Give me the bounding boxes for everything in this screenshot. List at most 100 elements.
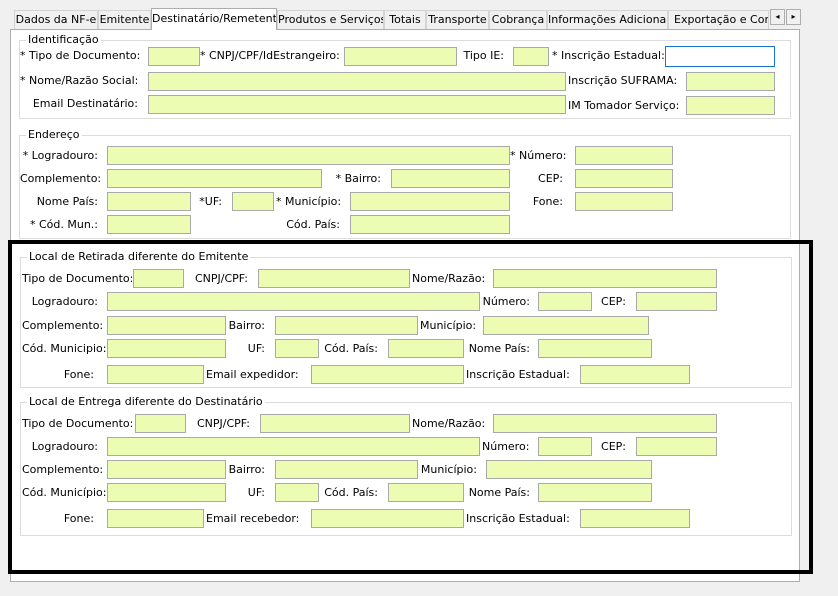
retirada-inscricao-estadual-input[interactable] (580, 365, 690, 384)
label-municipio: * Município: (276, 195, 342, 208)
label-entrega-cep: CEP: (601, 440, 626, 453)
nome-pais-input[interactable] (107, 192, 191, 211)
entrega-municipio-input[interactable] (486, 460, 652, 479)
label-entrega-numero: Número: (482, 440, 530, 453)
entrega-fone-input[interactable] (107, 509, 204, 528)
inscricao-estadual-input[interactable] (665, 46, 775, 67)
label-uf: *UF: (199, 195, 222, 208)
entrega-tipo-documento-input[interactable] (135, 414, 186, 433)
nome-razao-social-input[interactable] (148, 72, 566, 91)
email-destinatario-input[interactable] (148, 95, 566, 114)
cnpj-cpf-idestrangeiro-input[interactable] (344, 47, 457, 66)
municipio-input[interactable] (350, 192, 510, 211)
label-retirada-fone: Fone: (63, 368, 94, 381)
tab-destinatario-remetente[interactable]: Destinatário/Remetente (151, 8, 277, 30)
group-identificacao: Identificação (19, 33, 791, 119)
retirada-numero-input[interactable] (538, 292, 592, 311)
label-entrega-complemento: Complemento: (22, 463, 104, 476)
label-nome-pais: Nome País: (36, 195, 98, 208)
label-im-tomador-servico: IM Tomador Serviço: (568, 99, 680, 112)
label-entrega-cnpj-cpf: CNPJ/CPF: (197, 417, 250, 430)
group-title-local-retirada: Local de Retirada diferente do Emitente (27, 250, 251, 264)
label-retirada-cod-municipio: Cód. Municipio: (22, 342, 107, 355)
entrega-bairro-input[interactable] (275, 460, 418, 479)
tab-emitente[interactable]: Emitente (98, 10, 151, 29)
label-retirada-nome-pais: Nome País: (468, 342, 530, 355)
label-retirada-cnpj-cpf: CNPJ/CPF: (195, 272, 248, 285)
tab-produtos-servicos[interactable]: Produtos e Serviços (277, 10, 384, 29)
entrega-logradouro-input[interactable] (107, 437, 480, 456)
inscricao-suframa-input[interactable] (686, 72, 775, 91)
label-tipo-ie: Tipo IE: (463, 49, 504, 62)
entrega-uf-input[interactable] (275, 483, 319, 502)
tab-transporte[interactable]: Transporte (426, 10, 489, 29)
tab-strip: Dados da NF-e Emitente Destinatário/Reme… (0, 0, 838, 30)
retirada-tipo-documento-input[interactable] (133, 269, 184, 288)
label-nome-razao-social: * Nome/Razão Social: (20, 74, 139, 87)
tab-exportacao-compra[interactable]: Exportação e Compra (668, 10, 769, 29)
retirada-cep-input[interactable] (636, 292, 717, 311)
cep-input[interactable] (575, 169, 673, 188)
label-tipo-documento: * Tipo de Documento: (20, 49, 141, 62)
label-retirada-municipio: Município: (420, 319, 477, 332)
tab-scroll-right-button[interactable]: ▸ (786, 9, 801, 25)
group-title-identificacao: Identificação (26, 33, 101, 47)
retirada-nome-pais-input[interactable] (538, 339, 652, 358)
entrega-cnpj-cpf-input[interactable] (260, 414, 410, 433)
retirada-fone-input[interactable] (107, 365, 204, 384)
cod-pais-input[interactable] (350, 215, 510, 234)
label-entrega-municipio: Município: (420, 463, 477, 476)
complemento-input[interactable] (107, 169, 322, 188)
tipo-ie-input[interactable] (513, 47, 549, 66)
entrega-nome-razao-input[interactable] (493, 414, 717, 433)
tab-cobranca[interactable]: Cobrança (489, 10, 547, 29)
label-logradouro: * Logradouro: (22, 149, 98, 162)
retirada-uf-input[interactable] (275, 339, 319, 358)
entrega-complemento-input[interactable] (107, 460, 226, 479)
cod-mun-input[interactable] (107, 215, 191, 234)
entrega-inscricao-estadual-input[interactable] (580, 509, 690, 528)
chevron-right-icon: ▸ (791, 12, 796, 21)
retirada-cnpj-cpf-input[interactable] (258, 269, 410, 288)
label-numero: * Número: (510, 149, 567, 162)
tab-informacoes-adicionais[interactable]: Informações Adicionais (547, 10, 668, 29)
label-entrega-nome-pais: Nome País: (468, 486, 530, 499)
tab-dados-nfe[interactable]: Dados da NF-e (14, 10, 98, 29)
entrega-cod-municipio-input[interactable] (107, 483, 226, 502)
im-tomador-servico-input[interactable] (686, 96, 775, 115)
uf-input[interactable] (232, 192, 274, 211)
label-complemento: Complemento: (20, 172, 102, 185)
tab-scroll-left-button[interactable]: ◂ (770, 9, 785, 25)
label-entrega-nome-razao: Nome/Razão: (412, 417, 486, 430)
label-retirada-uf: UF: (247, 342, 265, 355)
retirada-cod-municipio-input[interactable] (107, 339, 226, 358)
retirada-nome-razao-input[interactable] (493, 269, 717, 288)
label-email-destinatario: Email Destinatário: (32, 97, 138, 110)
retirada-bairro-input[interactable] (275, 316, 418, 335)
label-entrega-logradouro: Logradouro: (31, 440, 98, 453)
entrega-cep-input[interactable] (636, 437, 717, 456)
label-entrega-cod-municipio: Cód. Município: (22, 486, 107, 499)
retirada-email-expedidor-input[interactable] (311, 365, 464, 384)
label-cod-pais: Cód. País: (286, 218, 340, 231)
numero-input[interactable] (575, 146, 673, 165)
label-retirada-nome-razao: Nome/Razão: (412, 272, 486, 285)
label-retirada-complemento: Complemento: (22, 319, 104, 332)
entrega-nome-pais-input[interactable] (538, 483, 652, 502)
retirada-cod-pais-input[interactable] (388, 339, 464, 358)
label-retirada-logradouro: Logradouro: (31, 295, 98, 308)
entrega-numero-input[interactable] (538, 437, 592, 456)
label-retirada-cep: CEP: (601, 295, 626, 308)
logradouro-input[interactable] (107, 146, 510, 165)
entrega-email-recebedor-input[interactable] (311, 509, 464, 528)
tab-totais[interactable]: Totais (384, 10, 426, 29)
retirada-logradouro-input[interactable] (107, 292, 480, 311)
label-retirada-bairro: Bairro: (228, 319, 265, 332)
label-cep: CEP: (538, 172, 563, 185)
bairro-input[interactable] (391, 169, 510, 188)
entrega-cod-pais-input[interactable] (388, 483, 464, 502)
retirada-municipio-input[interactable] (483, 316, 649, 335)
fone-input[interactable] (575, 192, 673, 211)
tipo-documento-input[interactable] (148, 47, 200, 66)
retirada-complemento-input[interactable] (107, 316, 226, 335)
